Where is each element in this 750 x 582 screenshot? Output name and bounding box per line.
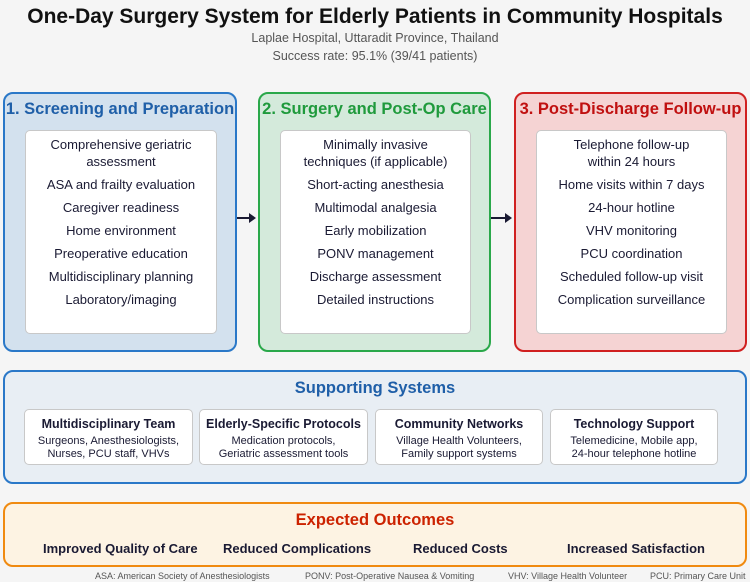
expected-outcomes-title: Expected Outcomes	[295, 511, 455, 529]
stage-items-box: Telephone follow-up within 24 hours Home…	[536, 130, 727, 334]
stage-item: Caregiver readiness	[62, 200, 180, 215]
stage-item: Comprehensive geriatric assessment	[50, 137, 192, 169]
footnote-pcu: PCU: Primary Care Unit	[650, 571, 746, 581]
support-box-title: Multidisciplinary Team	[41, 417, 176, 431]
stage-item: Discharge assessment	[309, 269, 442, 284]
stage-items-box: Comprehensive geriatric assessment ASA a…	[25, 130, 217, 334]
outcome-item: Reduced Complications	[223, 541, 372, 556]
stage-item: Laboratory/imaging	[65, 292, 177, 307]
stage-item: ASA and frailty evaluation	[46, 177, 196, 192]
support-box-desc: Nurses, PCU staff, VHVs	[47, 448, 170, 460]
footnote-vhv: VHV: Village Health Volunteer	[508, 571, 628, 581]
support-box-desc: Geriatric assessment tools	[218, 448, 349, 460]
flow-arrow-icon	[491, 213, 512, 223]
outcome-item: Improved Quality of Care	[43, 541, 198, 556]
stage-item: VHV monitoring	[585, 223, 678, 238]
diagram-title: One-Day Surgery System for Elderly Patie…	[27, 5, 723, 28]
stage-item: PONV management	[317, 246, 434, 261]
stage-item: Scheduled follow-up visit	[559, 269, 704, 284]
support-box-title: Elderly-Specific Protocols	[206, 417, 361, 431]
stage-item: Home visits within 7 days	[558, 177, 705, 192]
stage-screening-preparation: 1. Screening and Preparation Comprehensi…	[3, 92, 237, 352]
stage-item: Short-acting anesthesia	[307, 177, 444, 192]
stage-title: 2. Surgery and Post-Op Care	[262, 100, 487, 118]
support-box-desc: 24-hour telephone hotline	[571, 448, 697, 460]
stage-item: Detailed instructions	[316, 292, 435, 307]
stage-item: Multidisciplinary planning	[48, 269, 194, 284]
success-rate: Success rate: 95.1% (39/41 patients)	[272, 49, 478, 63]
support-box-desc: Surgeons, Anesthesiologists,	[37, 435, 180, 447]
stage-item: PCU coordination	[580, 246, 683, 261]
support-box-title: Technology Support	[573, 417, 695, 431]
stage-title: 3. Post-Discharge Follow-up	[519, 100, 742, 118]
support-box-desc: Village Health Volunteers,	[396, 435, 522, 447]
stage-item: Home environment	[66, 223, 176, 238]
support-box-desc: Family support systems	[401, 448, 517, 460]
support-box-desc: Telemedicine, Mobile app,	[570, 435, 698, 447]
stage-item: Telephone follow-up within 24 hours	[573, 137, 690, 169]
stage-item: Multimodal analgesia	[314, 200, 437, 215]
support-box-technology: Technology Support Telemedicine, Mobile …	[550, 409, 718, 465]
supporting-systems-panel: Supporting Systems Multidisciplinary Tea…	[3, 370, 747, 484]
stage-item: Preoperative education	[54, 246, 188, 261]
support-box-desc: Medication protocols,	[231, 435, 336, 447]
stage-title: 1. Screening and Preparation	[5, 100, 235, 118]
support-box-elderly-protocols: Elderly-Specific Protocols Medication pr…	[199, 409, 368, 465]
support-box-title: Community Networks	[394, 417, 524, 431]
supporting-systems-title: Supporting Systems	[294, 379, 456, 397]
stage-items-box: Minimally invasive techniques (if applic…	[280, 130, 471, 334]
stage-item: 24-hour hotline	[588, 200, 675, 215]
support-box-multidisciplinary-team: Multidisciplinary Team Surgeons, Anesthe…	[24, 409, 193, 465]
stage-item: Complication surveillance	[557, 292, 706, 307]
stage-post-discharge: 3. Post-Discharge Follow-up Telephone fo…	[514, 92, 747, 352]
footnote-asa: ASA: American Society of Anesthesiologis…	[95, 571, 270, 581]
stage-surgery-postop: 2. Surgery and Post-Op Care Minimally in…	[258, 92, 491, 352]
footnote-ponv: PONV: Post-Operative Nausea & Vomiting	[305, 571, 475, 581]
expected-outcomes-panel: Expected Outcomes Improved Quality of Ca…	[3, 502, 747, 567]
flow-arrow-icon	[237, 213, 256, 223]
stage-item: Early mobilization	[324, 223, 427, 238]
outcome-item: Increased Satisfaction	[567, 541, 705, 556]
support-box-community-networks: Community Networks Village Health Volunt…	[375, 409, 543, 465]
stage-item: Minimally invasive techniques (if applic…	[303, 137, 448, 169]
outcome-item: Reduced Costs	[413, 541, 508, 556]
location-subtitle: Laplae Hospital, Uttaradit Province, Tha…	[251, 31, 499, 45]
